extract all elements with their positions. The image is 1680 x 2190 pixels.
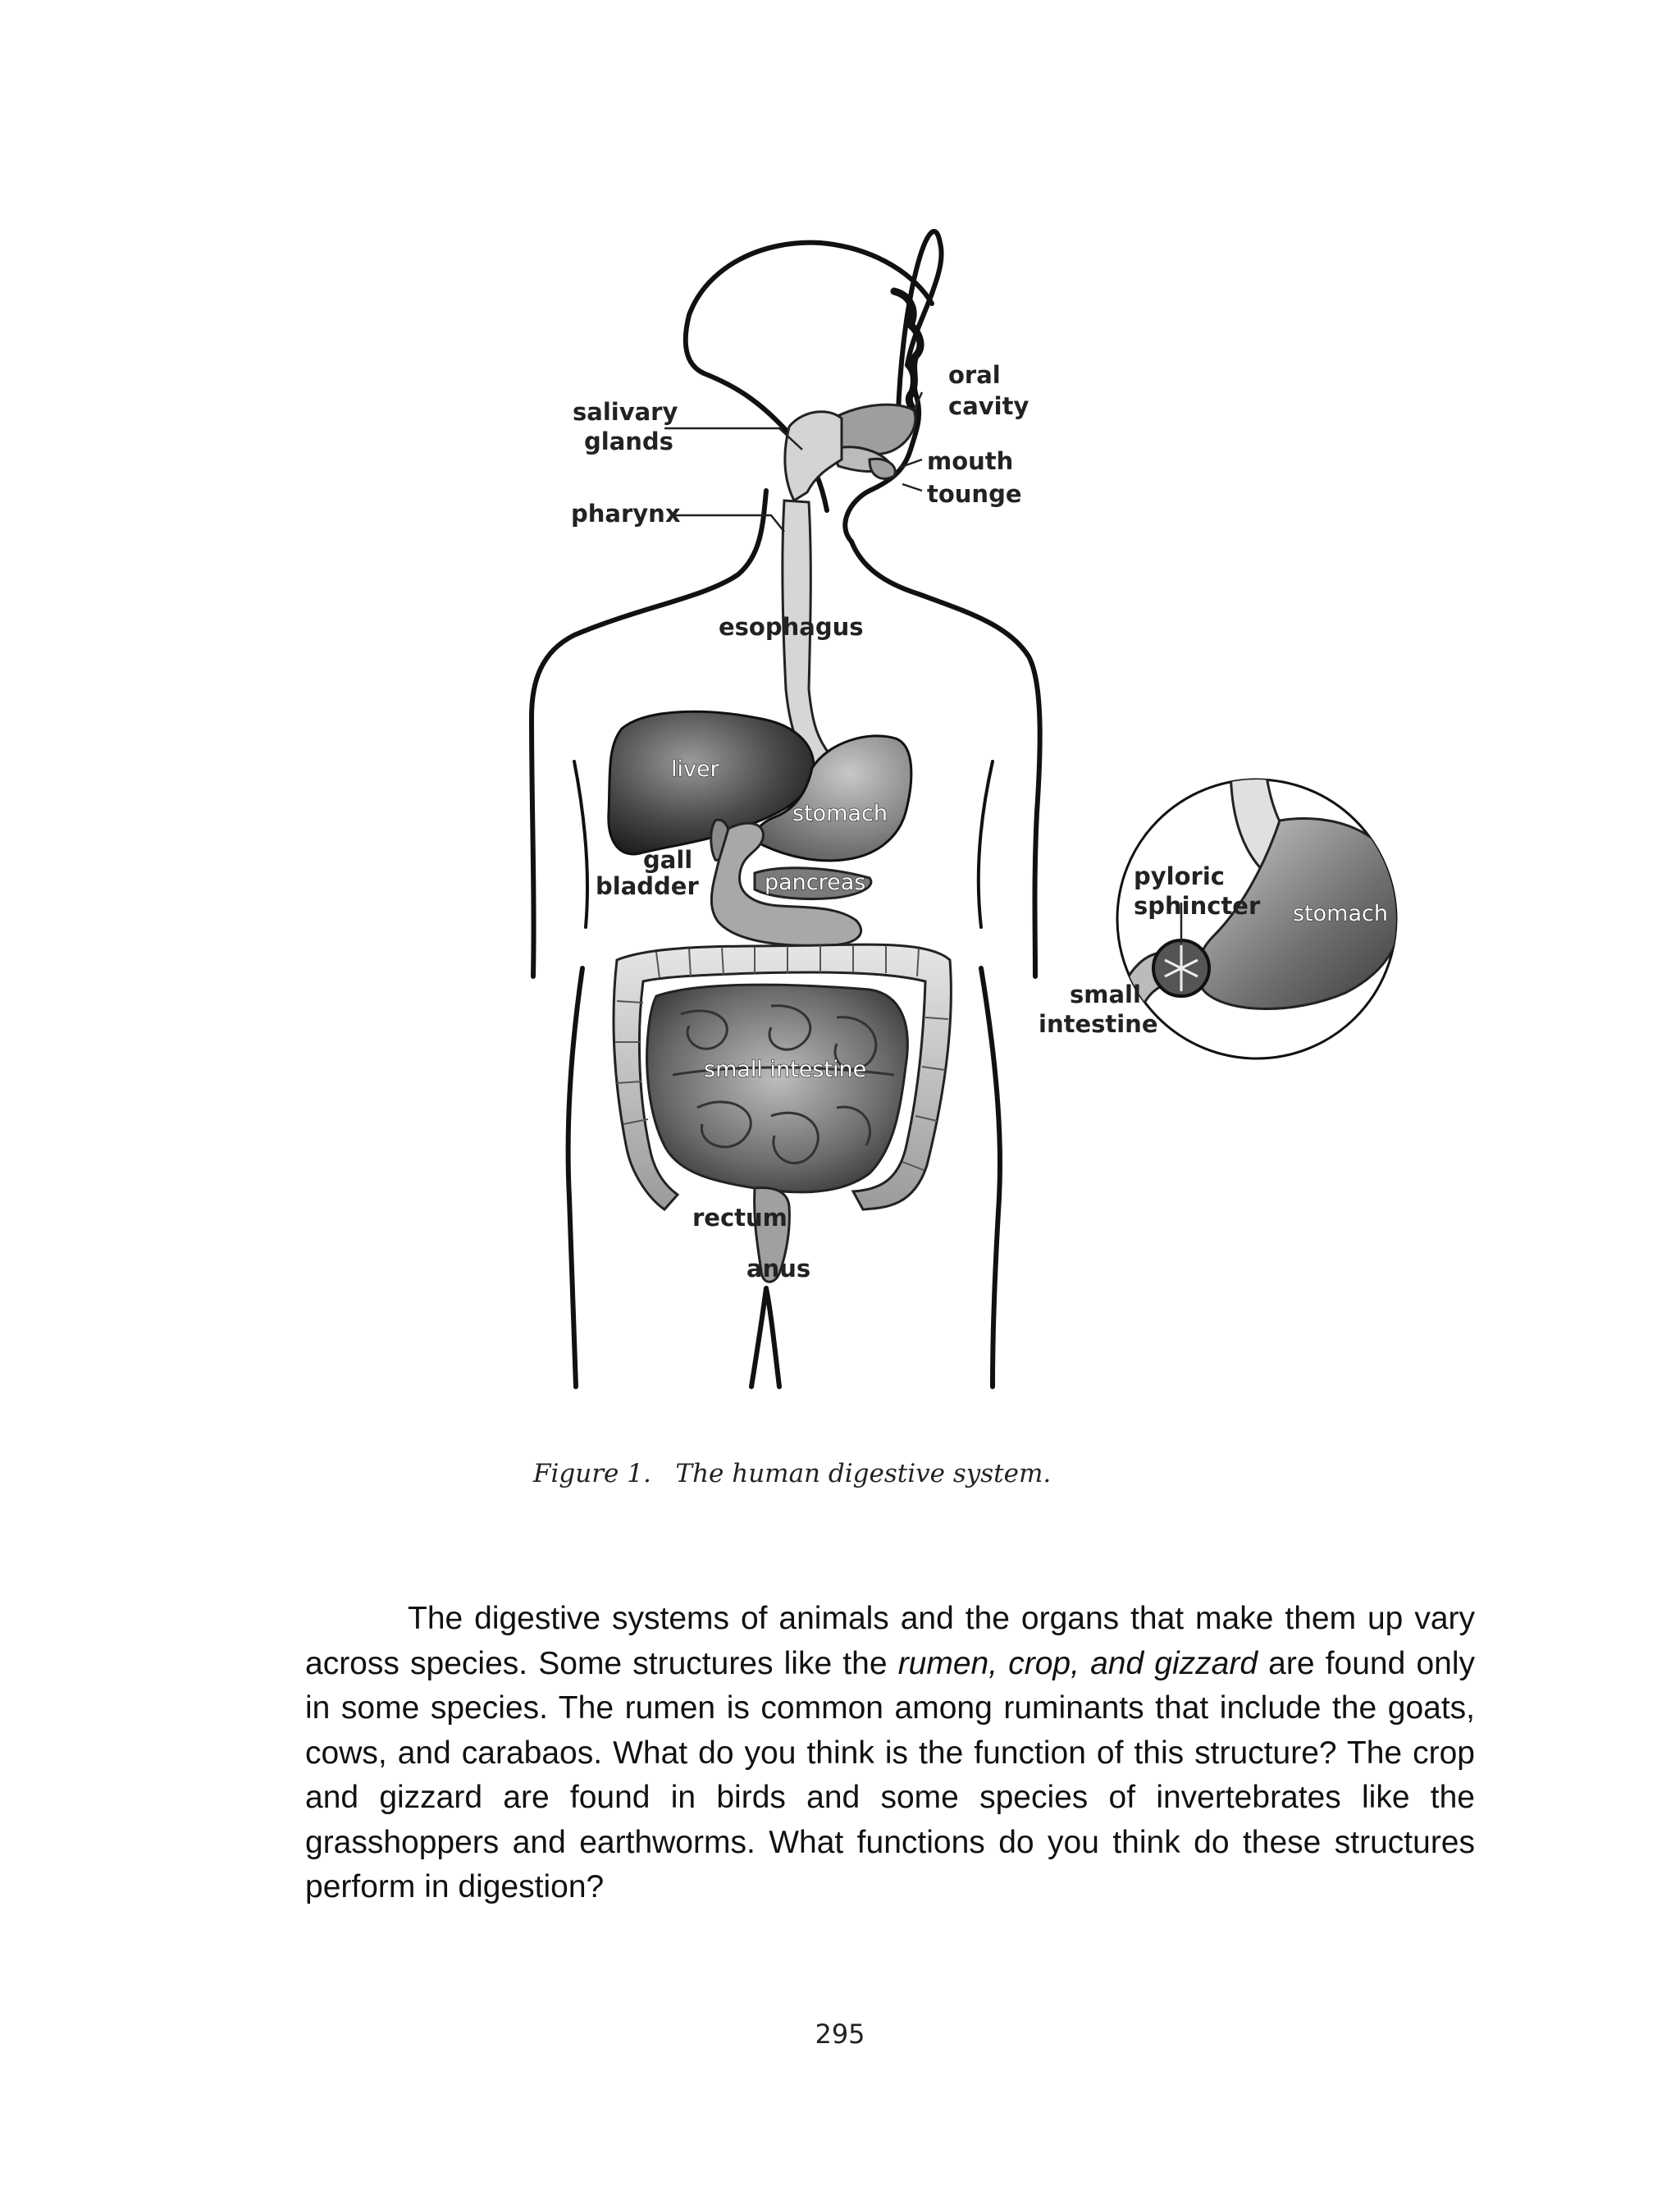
label-gall-1: gall	[643, 846, 692, 874]
para-part-2: are found only in some species. The rume…	[305, 1645, 1475, 1905]
body-paragraph: The digestive systems of animals and the…	[305, 1597, 1475, 1910]
label-esophagus: esophagus	[719, 613, 864, 641]
label-stomach: stomach	[792, 801, 888, 826]
label-oral-1: oral	[948, 361, 1001, 389]
label-oral-2: cavity	[948, 392, 1029, 420]
label-mouth: mouth	[927, 447, 1013, 475]
pancreas	[753, 866, 873, 901]
rectum	[753, 1186, 791, 1283]
label-tongue: tounge	[927, 480, 1022, 508]
caption-text: The human digestive system.	[675, 1459, 1052, 1488]
label-inset-small-1: small	[1070, 981, 1141, 1008]
label-pancreas: pancreas	[765, 870, 865, 895]
leader-lines	[664, 391, 1183, 944]
label-pharynx: pharynx	[571, 500, 681, 528]
label-salivary-2: glands	[584, 427, 673, 455]
label-liver: liver	[671, 757, 720, 782]
para-part-1: The digestive systems of animals and the…	[305, 1601, 1475, 1681]
gall-bladder-duodenum	[710, 818, 863, 947]
digestive-system-figure: oral cavity salivary glands mouth tounge…	[529, 229, 1398, 1389]
large-intestine	[612, 943, 952, 1211]
caption-number: Figure 1.	[533, 1459, 651, 1488]
label-inset-pyloric-2: sphincter	[1134, 892, 1261, 920]
label-rectum: rectum	[692, 1204, 788, 1232]
label-inset-small-2: intestine	[1039, 1010, 1158, 1038]
label-inset-pyloric-1: pyloric	[1134, 862, 1225, 890]
label-gall-2: bladder	[596, 872, 699, 900]
small-intestine	[646, 983, 909, 1194]
label-salivary-1: salivary	[573, 398, 678, 426]
label-small-intestine: small intestine	[704, 1057, 866, 1082]
figure-caption: Figure 1. The human digestive system.	[533, 1459, 1271, 1488]
stomach	[754, 734, 913, 862]
inset-stomach-detail	[1116, 778, 1398, 1060]
para-italic: rumen, crop, and gizzard	[897, 1645, 1258, 1681]
label-inset-stomach: stomach	[1293, 901, 1388, 926]
label-anus: anus	[746, 1255, 810, 1282]
page-number: 295	[815, 2019, 865, 2050]
